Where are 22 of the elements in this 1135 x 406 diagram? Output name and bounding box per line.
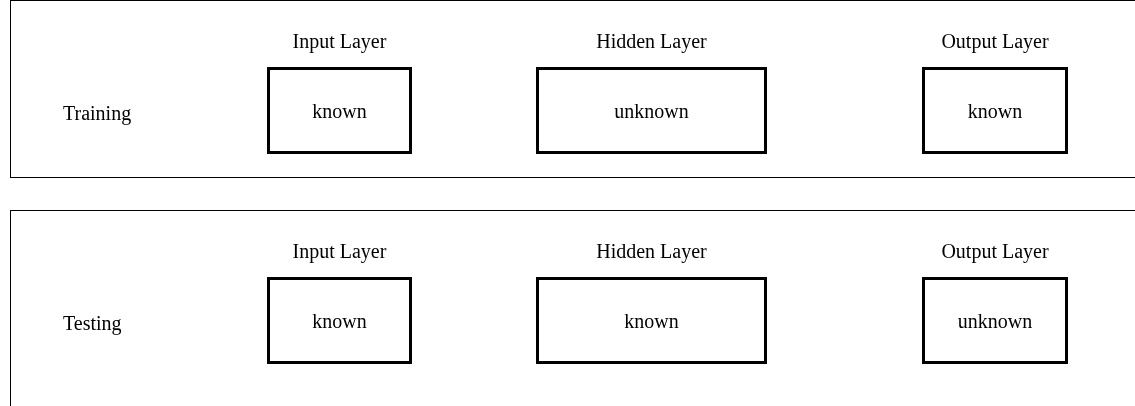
layer-status: known	[312, 310, 367, 331]
layer-heading: Hidden Layer	[595, 241, 708, 261]
stage-panel	[10, 0, 1135, 178]
layer-box	[267, 277, 412, 364]
stage-label: Training	[63, 103, 132, 123]
layer-heading: Input Layer	[291, 241, 388, 261]
layer-box	[922, 67, 1068, 154]
layer-status: known	[967, 100, 1023, 121]
layer-box	[536, 67, 767, 154]
stage-panel	[10, 210, 1135, 406]
layer-box	[536, 277, 767, 364]
layer-heading: Input Layer	[291, 31, 388, 51]
layer-status: unknown	[614, 100, 689, 121]
layer-box	[267, 67, 412, 154]
layer-status: known	[312, 100, 367, 121]
layer-status: known	[624, 310, 679, 331]
layer-status: unknown	[957, 310, 1033, 331]
layer-box	[922, 277, 1068, 364]
stage-label: Testing	[63, 313, 122, 333]
layer-heading: Hidden Layer	[595, 31, 708, 51]
layer-heading: Output Layer	[940, 241, 1050, 261]
layer-heading: Output Layer	[940, 31, 1050, 51]
